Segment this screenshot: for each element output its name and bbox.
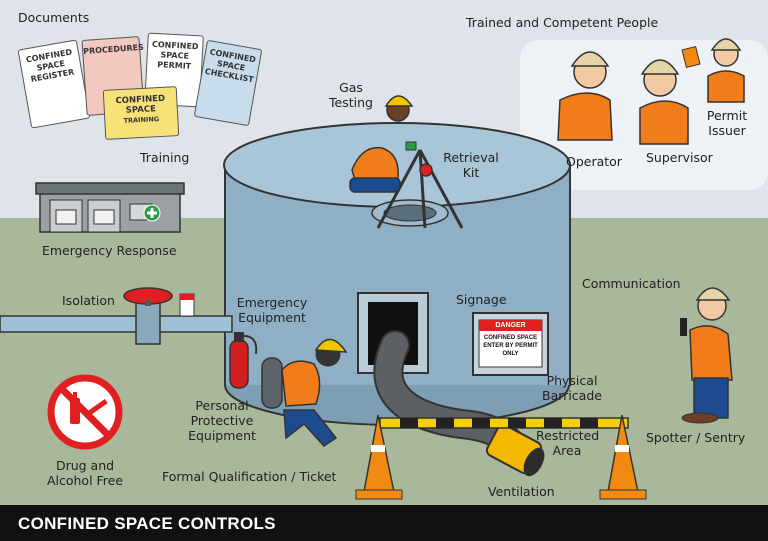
- checklist-document-text: CONFINED SPACE CHECKLIST: [204, 47, 257, 85]
- ppe-label: Personal Protective Equipment: [188, 398, 256, 443]
- isolation-pipe: [0, 287, 233, 345]
- physical-barricade-label: Physical Barricade: [542, 373, 602, 403]
- ventilation-label: Ventilation: [488, 484, 555, 499]
- supervisor-label: Supervisor: [646, 150, 713, 165]
- signage-label: Signage: [456, 292, 507, 307]
- danger-signboard: [472, 312, 549, 376]
- gas-testing-worker: [349, 95, 417, 193]
- no-drugs-alcohol-sign: [47, 374, 123, 450]
- illustration-svg: [0, 38, 768, 505]
- retrieval-kit-label: Retrieval Kit: [443, 150, 499, 180]
- supervisor-figure: [639, 59, 689, 145]
- formal-qualification-label: Formal Qualification / Ticket: [162, 469, 337, 484]
- register-document-text: CONFINED SPACE REGISTER: [25, 47, 75, 84]
- procedures-document-text: PROCEDURES: [82, 42, 145, 57]
- spotter-sentry: [680, 287, 733, 424]
- title-bar: CONFINED SPACE CONTROLS: [0, 505, 768, 541]
- communication-label: Communication: [582, 276, 681, 291]
- emergency-response-label: Emergency Response: [42, 243, 177, 258]
- permit-issuer-label: Permit Issuer: [706, 108, 748, 138]
- trained-people-label: Trained and Competent People: [466, 15, 659, 30]
- operator-figure: [557, 51, 613, 141]
- danger-sign-header: DANGER: [495, 322, 526, 329]
- documents-label: Documents: [18, 10, 90, 25]
- emergency-equipment-label: Emergency Equipment: [236, 295, 308, 325]
- emergency-response-building: [35, 182, 185, 233]
- page-title: CONFINED SPACE CONTROLS: [18, 514, 276, 533]
- gas-testing-label: Gas Testing: [329, 80, 373, 110]
- spotter-sentry-label: Spotter / Sentry: [646, 430, 746, 445]
- confined-space-illustration: CONFINED SPACE REGISTER PROCEDURES CONFI…: [0, 10, 768, 505]
- permit-document-text: CONFINED SPACE PERMIT: [151, 39, 199, 71]
- permit-issuer-figure: [681, 38, 745, 103]
- fire-extinguisher: [229, 332, 258, 389]
- physical-barricade: [355, 414, 647, 500]
- ppe-worker: [261, 338, 348, 447]
- training-certificate: CONFINED SPACE TRAINING: [102, 86, 180, 140]
- restricted-area-label: Restricted Area: [536, 428, 600, 458]
- drug-alcohol-label: Drug and Alcohol Free: [46, 458, 124, 488]
- training-label: Training: [140, 150, 190, 165]
- operator-label: Operator: [566, 154, 622, 169]
- danger-sign-text: CONFINED SPACE ENTER BY PERMIT ONLY: [483, 335, 538, 357]
- isolation-label: Isolation: [62, 293, 115, 308]
